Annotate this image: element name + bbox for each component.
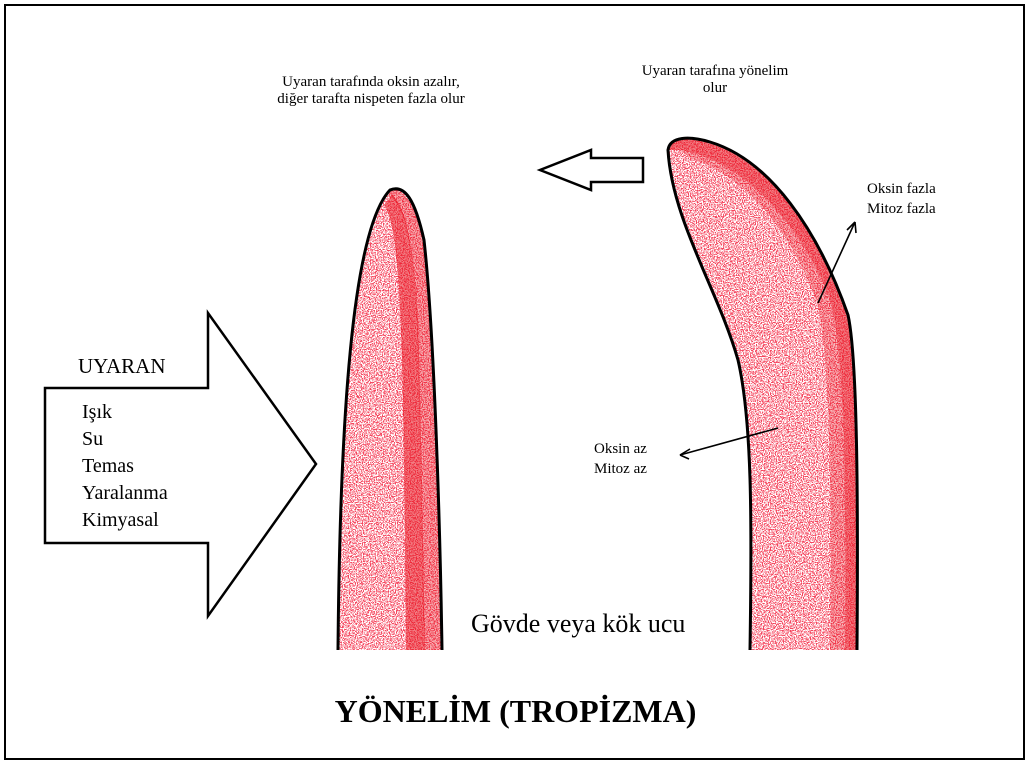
direction-arrow xyxy=(540,150,643,190)
straight-stem xyxy=(330,180,450,660)
auxin-low-line: Oksin az xyxy=(594,440,647,460)
stimulus-item: Işık xyxy=(82,399,168,426)
bent-stem xyxy=(660,130,870,660)
mitosis-low-line: Mitoz az xyxy=(594,460,647,480)
stem-caption: Gövde veya kök ucu xyxy=(471,609,685,639)
auxin-low-label: Oksin az Mitoz az xyxy=(594,440,647,479)
bending-note: Uyaran tarafına yönelim olur xyxy=(640,63,790,98)
stimulus-item: Temas xyxy=(82,453,168,480)
stimulus-item: Su xyxy=(82,426,168,453)
stimulus-list: Işık Su Temas Yaralanma Kimyasal xyxy=(82,399,168,534)
stimulus-title: UYARAN xyxy=(78,354,166,378)
stimulus-item: Kimyasal xyxy=(82,507,168,534)
auxin-high-line: Oksin fazla xyxy=(867,180,936,200)
auxin-high-label: Oksin fazla Mitoz fazla xyxy=(867,180,936,219)
mitosis-high-line: Mitoz fazla xyxy=(867,200,936,220)
auxin-distribution-note: Uyaran tarafında oksin azalır, diğer tar… xyxy=(268,74,474,109)
stimulus-item: Yaralanma xyxy=(82,480,168,507)
diagram-title: YÖNELİM (TROPİZMA) xyxy=(0,693,1031,730)
